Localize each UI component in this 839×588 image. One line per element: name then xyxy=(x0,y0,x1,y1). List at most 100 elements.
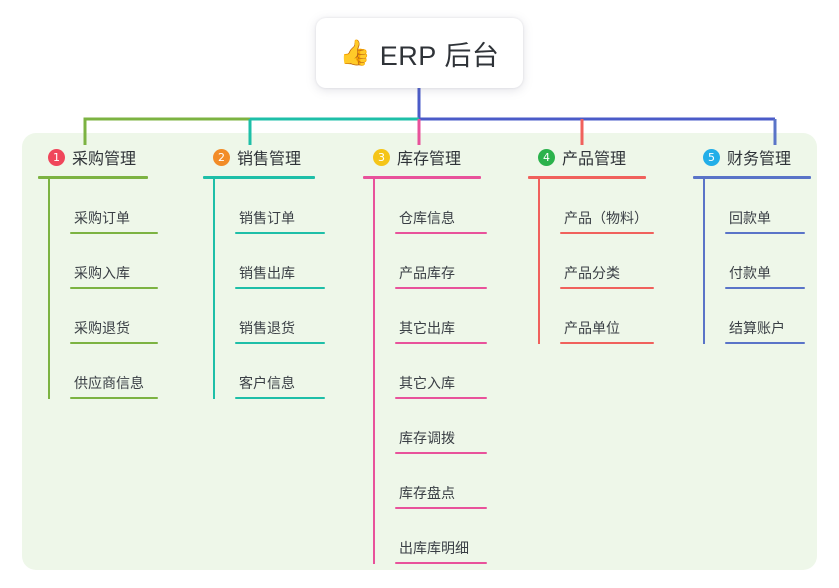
leaf-node[interactable]: 产品库存 xyxy=(373,234,515,289)
leaf-node[interactable]: 销售退货 xyxy=(213,289,351,344)
leaf-label: 销售订单 xyxy=(239,210,295,226)
branch-title: 财务管理 xyxy=(727,151,792,168)
branch-number-badge: 1 xyxy=(48,148,65,166)
leaf-label: 采购订单 xyxy=(74,210,130,226)
leaf-underline xyxy=(395,287,487,289)
leaf-node[interactable]: 仓库信息 xyxy=(373,179,515,234)
leaf-label: 产品库存 xyxy=(399,265,455,281)
leaf-label: 付款单 xyxy=(729,265,771,281)
branch-header-3[interactable]: 3 库存管理 xyxy=(363,143,515,171)
branch-header-2[interactable]: 2 销售管理 xyxy=(203,143,351,171)
branch-title: 产品管理 xyxy=(562,151,627,168)
leaf-node[interactable]: 付款单 xyxy=(703,234,833,289)
branch-underline xyxy=(203,176,315,179)
leaf-underline xyxy=(70,287,158,289)
leaf-underline xyxy=(725,232,805,234)
leaf-node[interactable]: 产品单位 xyxy=(538,289,678,344)
leaf-label: 采购退货 xyxy=(74,320,130,336)
leaf-node[interactable]: 库存调拨 xyxy=(373,399,515,454)
leaf-node[interactable]: 出库库明细 xyxy=(373,509,515,564)
leaf-underline xyxy=(70,232,158,234)
leaf-list: 产品（物料） 产品分类产品单位 xyxy=(528,179,678,344)
leaf-underline xyxy=(725,342,805,344)
leaf-underline xyxy=(395,562,487,564)
leaf-node[interactable]: 产品（物料） xyxy=(538,179,678,234)
thumbs-up-icon: 👍 xyxy=(339,38,371,67)
branch-column-4: 4 产品管理产品（物料） 产品分类产品单位 xyxy=(528,143,678,344)
leaf-node[interactable]: 产品分类 xyxy=(538,234,678,289)
leaf-underline xyxy=(560,287,654,289)
leaf-node[interactable]: 结算账户 xyxy=(703,289,833,344)
branch-spine xyxy=(373,179,375,564)
branch-number-badge: 3 xyxy=(373,148,390,166)
leaf-node[interactable]: 供应商信息 xyxy=(48,344,186,399)
leaf-underline xyxy=(235,287,325,289)
leaf-underline xyxy=(395,452,487,454)
branch-spine xyxy=(538,179,540,344)
leaf-label: 供应商信息 xyxy=(74,375,144,391)
leaf-label: 产品单位 xyxy=(564,320,620,336)
leaf-node[interactable]: 库存盘点 xyxy=(373,454,515,509)
leaf-node[interactable]: 采购入库 xyxy=(48,234,186,289)
branch-column-5: 5 财务管理回款单付款单结算账户 xyxy=(693,143,833,344)
leaf-underline xyxy=(560,232,654,234)
branch-underline xyxy=(528,176,646,179)
leaf-label: 库存调拨 xyxy=(399,430,455,446)
leaf-underline xyxy=(235,342,325,344)
leaf-list: 仓库信息产品库存其它出库其它入库库存调拨库存盘点出库库明细 xyxy=(363,179,515,564)
branch-column-2: 2 销售管理销售订单销售出库销售退货客户信息 xyxy=(203,143,351,399)
leaf-underline xyxy=(70,342,158,344)
leaf-label: 回款单 xyxy=(729,210,771,226)
diagram-panel xyxy=(22,133,817,570)
branch-spine xyxy=(213,179,215,399)
leaf-underline xyxy=(725,287,805,289)
branch-number-badge: 2 xyxy=(213,148,230,166)
branch-column-1: 1 采购管理采购订单采购入库采购退货供应商信息 xyxy=(38,143,186,399)
leaf-node[interactable]: 销售出库 xyxy=(213,234,351,289)
branch-title: 库存管理 xyxy=(397,151,462,168)
leaf-underline xyxy=(560,342,654,344)
leaf-list: 回款单付款单结算账户 xyxy=(693,179,833,344)
leaf-label: 出库库明细 xyxy=(399,540,469,556)
branch-number-badge: 4 xyxy=(538,148,555,166)
leaf-label: 销售出库 xyxy=(239,265,295,281)
leaf-label: 库存盘点 xyxy=(399,485,455,501)
leaf-label: 客户信息 xyxy=(239,375,295,391)
leaf-label: 其它入库 xyxy=(399,375,455,391)
leaf-underline xyxy=(235,397,325,399)
branch-header-4[interactable]: 4 产品管理 xyxy=(528,143,678,171)
branch-title: 采购管理 xyxy=(72,151,137,168)
leaf-label: 仓库信息 xyxy=(399,210,455,226)
branch-title: 销售管理 xyxy=(237,151,302,168)
leaf-node[interactable]: 采购退货 xyxy=(48,289,186,344)
leaf-label: 产品（物料） xyxy=(564,210,648,226)
leaf-underline xyxy=(395,397,487,399)
leaf-node[interactable]: 其它出库 xyxy=(373,289,515,344)
leaf-list: 采购订单采购入库采购退货供应商信息 xyxy=(38,179,186,399)
leaf-label: 结算账户 xyxy=(729,320,785,336)
leaf-node[interactable]: 客户信息 xyxy=(213,344,351,399)
leaf-node[interactable]: 其它入库 xyxy=(373,344,515,399)
leaf-underline xyxy=(395,232,487,234)
branch-underline xyxy=(38,176,148,179)
leaf-node[interactable]: 回款单 xyxy=(703,179,833,234)
branch-column-3: 3 库存管理仓库信息产品库存其它出库其它入库库存调拨库存盘点出库库明细 xyxy=(363,143,515,564)
leaf-underline xyxy=(395,507,487,509)
branch-spine xyxy=(703,179,705,344)
leaf-label: 采购入库 xyxy=(74,265,130,281)
root-title: ERP 后台 xyxy=(379,40,500,71)
branch-number-badge: 5 xyxy=(703,148,720,166)
branch-header-5[interactable]: 5 财务管理 xyxy=(693,143,833,171)
leaf-label: 销售退货 xyxy=(239,320,295,336)
root-node[interactable]: 👍 ERP 后台 xyxy=(316,18,523,88)
leaf-label: 其它出库 xyxy=(399,320,455,336)
branch-spine xyxy=(48,179,50,399)
leaf-node[interactable]: 采购订单 xyxy=(48,179,186,234)
leaf-label: 产品分类 xyxy=(564,265,620,281)
leaf-list: 销售订单销售出库销售退货客户信息 xyxy=(203,179,351,399)
branch-header-1[interactable]: 1 采购管理 xyxy=(38,143,186,171)
leaf-node[interactable]: 销售订单 xyxy=(213,179,351,234)
branch-underline xyxy=(363,176,481,179)
branch-underline xyxy=(693,176,811,179)
leaf-underline xyxy=(395,342,487,344)
